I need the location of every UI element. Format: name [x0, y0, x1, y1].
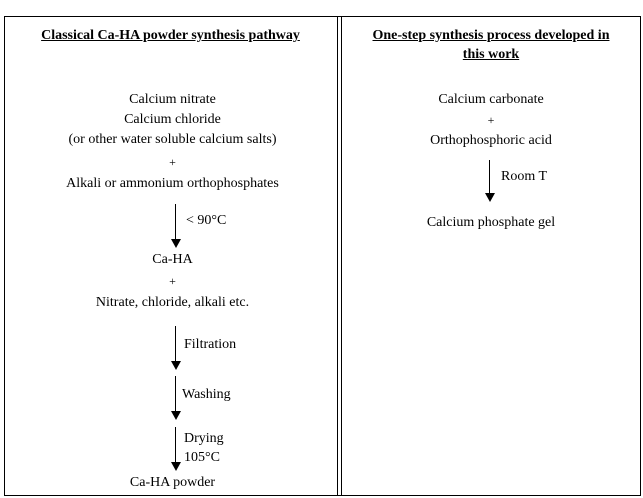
final-product: Ca-HA powder — [129, 475, 216, 490]
arrow-down-icon — [171, 376, 181, 420]
arrow-down-icon — [171, 204, 181, 248]
plus-sign-right: + — [487, 113, 495, 127]
plus-sign-2: + — [169, 274, 176, 288]
reactant-orthophosphates: Alkali or ammonium orthophosphates — [66, 176, 279, 191]
left-column-title: Classical Ca-HA powder synthesis pathway — [41, 28, 300, 43]
column-divider-1 — [337, 16, 338, 496]
step-washing: Washing — [182, 387, 231, 402]
reactant-orthophosphoric-acid: Orthophosphoric acid — [430, 133, 552, 148]
column-divider-2 — [341, 16, 342, 496]
table-border-top — [4, 16, 641, 17]
product-ca-ha: Ca-HA — [152, 252, 193, 267]
step-drying-temperature: 105°C — [184, 450, 220, 465]
step-filtration: Filtration — [184, 337, 237, 352]
reactant-calcium-nitrate: Calcium nitrate — [129, 92, 216, 107]
table-border-left — [4, 16, 5, 496]
plus-sign-1: + — [169, 155, 176, 169]
right-column-title: One-step synthesis process developed in — [372, 28, 610, 43]
arrow-down-icon — [171, 326, 181, 370]
reactant-calcium-carbonate: Calcium carbonate — [438, 92, 544, 107]
step-room-temperature: Room T — [501, 169, 548, 184]
table-border-right — [640, 16, 641, 496]
table-border-bottom — [4, 495, 641, 496]
reactant-calcium-chloride: Calcium chloride — [124, 112, 221, 127]
product-calcium-phosphate-gel: Calcium phosphate gel — [426, 215, 556, 230]
byproducts: Nitrate, chloride, alkali etc. — [95, 295, 250, 310]
comparison-table — [4, 16, 641, 496]
reactant-note: (or other water soluble calcium salts) — [68, 132, 277, 147]
step-temperature: < 90°C — [186, 213, 227, 228]
right-column-title-line2: this work — [462, 47, 520, 62]
arrow-down-icon — [171, 427, 181, 471]
arrow-down-icon — [485, 160, 495, 204]
step-drying: Drying — [184, 431, 224, 446]
